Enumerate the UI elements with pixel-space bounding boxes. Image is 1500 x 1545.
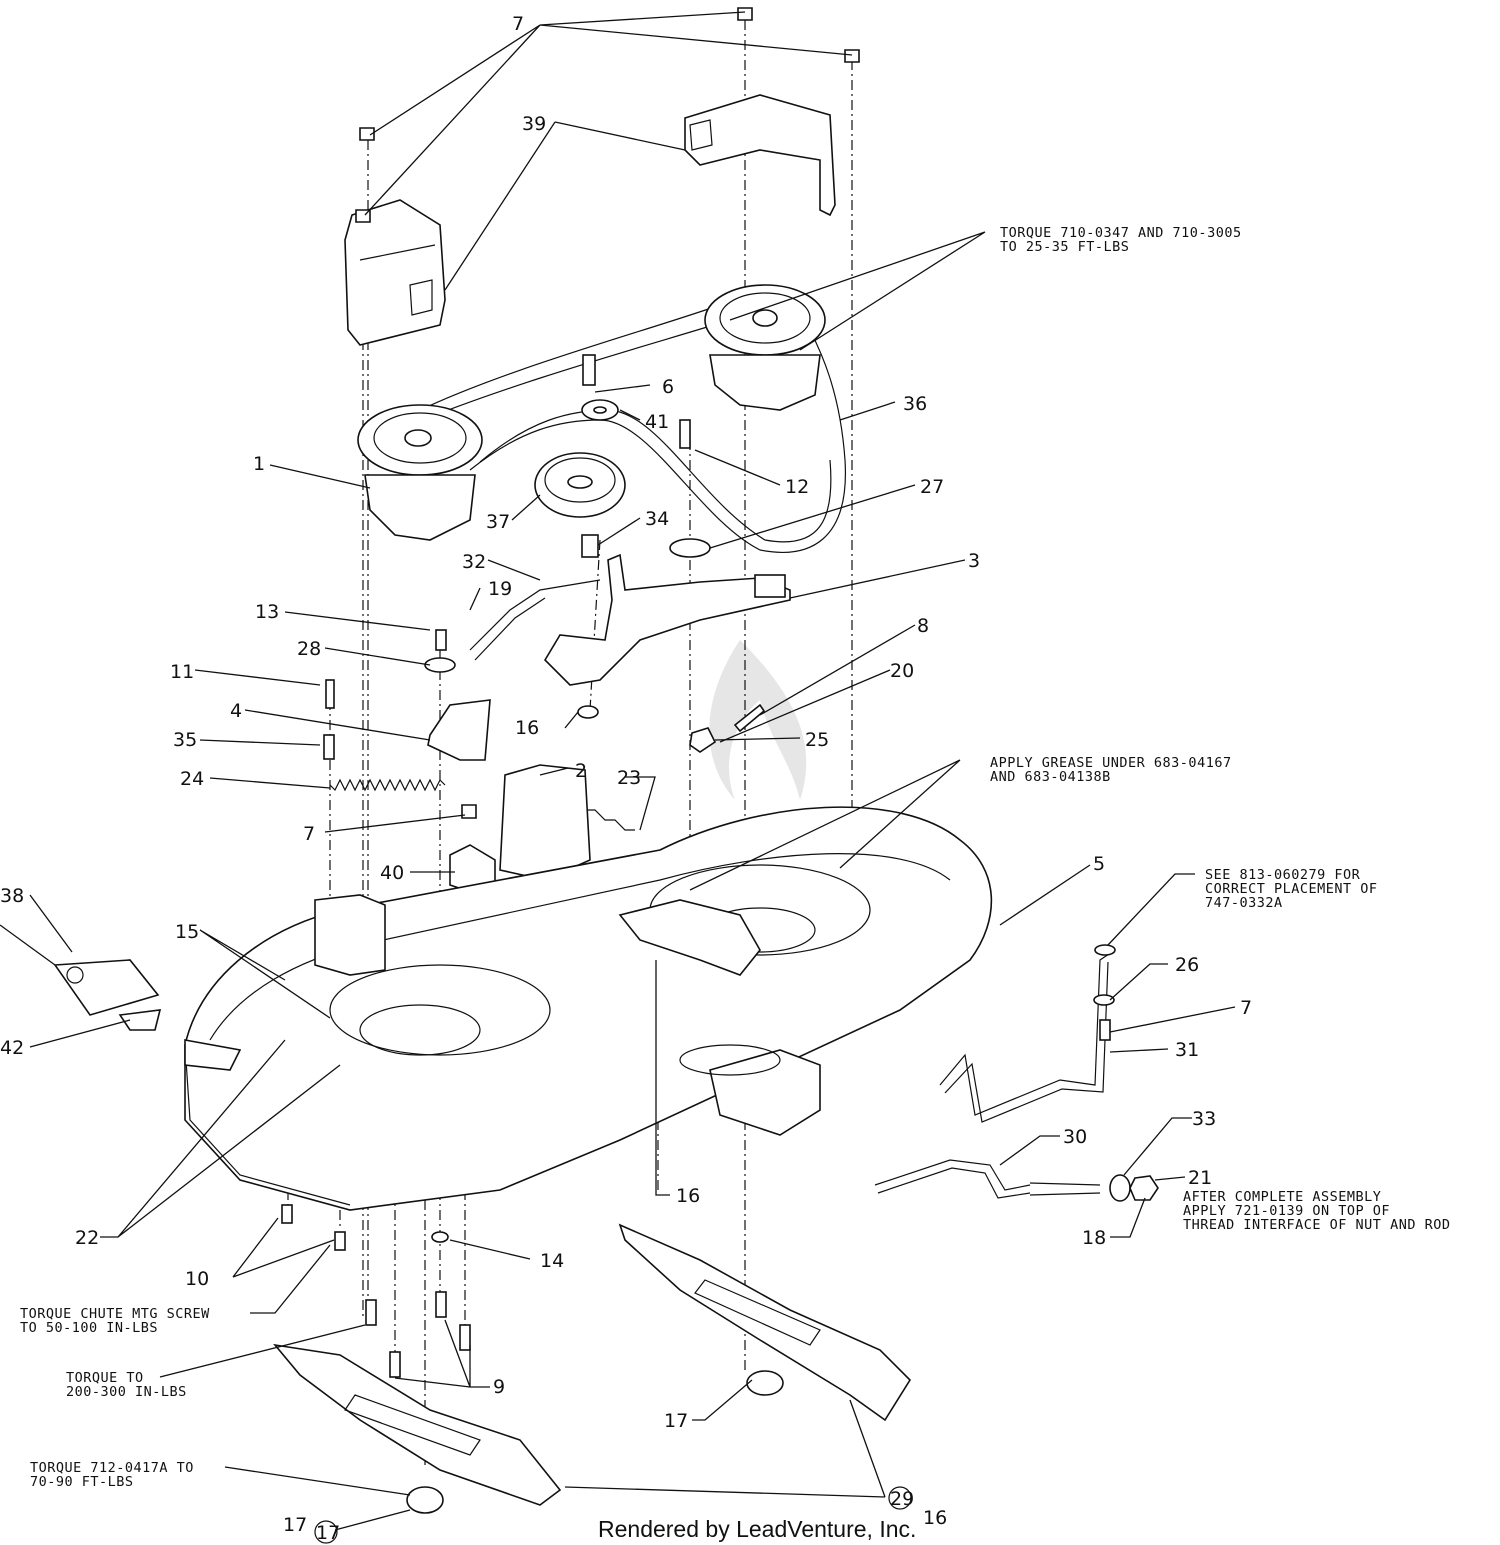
callout-37: 37 (486, 511, 510, 533)
note-placement-line2: CORRECT PLACEMENT OF (1205, 881, 1378, 897)
pivot-bolt (689, 703, 766, 753)
note-chute-line2: TO 50-100 IN-LBS (20, 1320, 158, 1336)
callout-41: 41 (645, 411, 669, 433)
callout-18: 18 (1082, 1227, 1106, 1249)
note-blade-line2: 70-90 FT-LBS (30, 1474, 134, 1490)
belt-cover-right (684, 94, 836, 217)
deck-housing (184, 806, 993, 1211)
note-grease-line2: AND 683-04138B (990, 769, 1111, 785)
callout-23: 23 (617, 767, 641, 789)
callout-4: 4 (230, 700, 242, 722)
small-hardware (581, 354, 711, 558)
callout-32: 32 (462, 551, 486, 573)
callout-33: 33 (1192, 1108, 1216, 1130)
callout-1: 1 (253, 453, 265, 475)
idler-bracket (469, 553, 791, 686)
callout-8: 8 (917, 615, 929, 637)
callout-3: 3 (968, 550, 980, 572)
callout-36: 36 (903, 393, 927, 415)
callout-16: 16 (923, 1507, 947, 1529)
callout-17: 17 (664, 1410, 688, 1432)
springs (329, 778, 635, 831)
callout-21: 21 (1188, 1167, 1212, 1189)
note-torque-spindle-line1: TORQUE 710-0347 AND 710-3005 (1000, 225, 1242, 241)
note-chute-line1: TORQUE CHUTE MTG SCREW (20, 1306, 210, 1322)
deck-label (53, 959, 162, 1031)
callout-22: 22 (75, 1227, 99, 1249)
credit-text: Rendered by LeadVenture, Inc. (598, 1516, 916, 1542)
lift-rods (874, 944, 1159, 1202)
discharge-chute (184, 1039, 242, 1071)
callout-6: 6 (662, 376, 674, 398)
callout-29-circle (888, 1486, 912, 1510)
callout-26: 26 (1175, 954, 1199, 976)
callout-12: 12 (785, 476, 809, 498)
callout-27: 27 (920, 476, 944, 498)
callout-24: 24 (180, 768, 204, 790)
callout-9: 9 (493, 1376, 505, 1398)
callout-7: 7 (1240, 997, 1252, 1019)
note-after-assembly-line3: THREAD INTERFACE OF NUT AND ROD (1183, 1217, 1450, 1233)
callout-30: 30 (1063, 1126, 1087, 1148)
callout-25: 25 (805, 729, 829, 751)
note-torque-spindle-line2: TO 25-35 FT-LBS (1000, 239, 1129, 255)
callout-numbers: 7 39 1 6 41 36 12 27 37 34 32 3 19 13 28… (0, 13, 1252, 1544)
callout-5: 5 (1093, 853, 1105, 875)
callout-20: 20 (890, 660, 914, 682)
callout-35: 35 (173, 729, 197, 751)
note-blade-line1: TORQUE 712-0417A TO (30, 1460, 194, 1476)
callout-17-circled: 17 (316, 1522, 340, 1544)
note-grease-line1: APPLY GREASE UNDER 683-04167 (990, 755, 1232, 771)
note-placement-line1: SEE 813-060279 FOR (1205, 867, 1361, 883)
callout-7: 7 (512, 13, 524, 35)
callout-14: 14 (540, 1250, 564, 1272)
note-torque-to-line2: 200-300 IN-LBS (66, 1384, 187, 1400)
callout-7: 7 (303, 823, 315, 845)
callout-31: 31 (1175, 1039, 1199, 1061)
callout-40: 40 (380, 862, 404, 884)
callout-13: 13 (255, 601, 279, 623)
idler-pulley (534, 452, 626, 518)
left-spindle-assembly (357, 404, 483, 541)
note-placement-line3: 747-0332A (1205, 895, 1283, 911)
leader-lines (0, 11, 1236, 1531)
callout-2: 2 (575, 760, 587, 782)
bottom-hardware (281, 1204, 471, 1378)
note-after-assembly-line2: APPLY 721-0139 ON TOP OF (1183, 1203, 1390, 1219)
callout-39: 39 (522, 113, 546, 135)
callout-42: 42 (0, 1037, 24, 1059)
right-spindle-assembly (704, 284, 826, 411)
belt-cover-left (344, 199, 446, 346)
callout-38: 38 (0, 885, 24, 907)
callout-16: 16 (676, 1185, 700, 1207)
callout-19: 19 (488, 578, 512, 600)
callout-17: 17 (283, 1514, 307, 1536)
callout-17-circle (314, 1520, 338, 1544)
bracket-assembly (323, 629, 599, 761)
callout-29-circled: 29 (890, 1488, 914, 1510)
callout-11: 11 (170, 661, 194, 683)
mower-blades (273, 1223, 912, 1514)
callout-15: 15 (175, 921, 199, 943)
callout-28: 28 (297, 638, 321, 660)
callout-34: 34 (645, 508, 669, 530)
note-after-assembly-line1: AFTER COMPLETE ASSEMBLY (1183, 1189, 1381, 1205)
callout-10: 10 (185, 1268, 209, 1290)
notes: TORQUE 710-0347 AND 710-3005 TO 25-35 FT… (20, 225, 1450, 1490)
callout-16: 16 (515, 717, 539, 739)
note-torque-to-line1: TORQUE TO (66, 1370, 144, 1386)
